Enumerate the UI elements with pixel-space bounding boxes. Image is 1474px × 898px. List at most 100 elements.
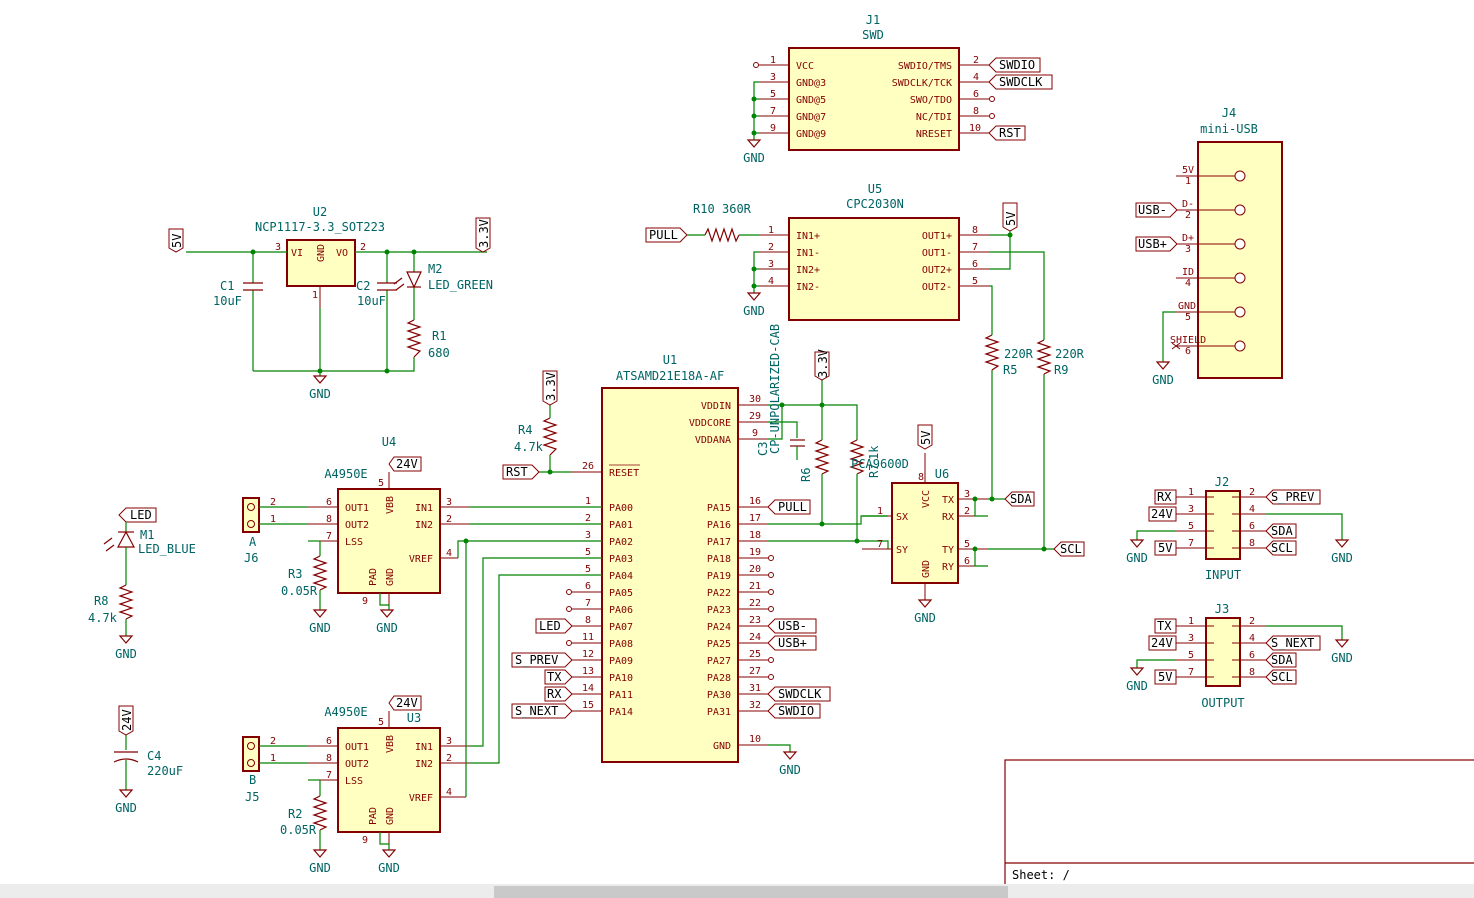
power-5v-j2[interactable]: 5V [1154,540,1177,556]
j1-pin-num: 9 [770,123,776,134]
u2-regulator[interactable]: U2 NCP1117-3.3_SOT223 VI VO GND 3 2 1 [186,205,487,376]
u3-motor-driver[interactable]: A4950E U3 OUT1 OUT2 LSS IN1 IN2 VREF VBB… [308,705,470,846]
j1-pin-name: SWDCLK/TCK [892,78,952,89]
power-3v3-u1[interactable]: 3.3V [814,349,830,381]
c1-capacitor[interactable]: C1 10uF [213,279,263,308]
u4-pin-pad: PAD [368,568,379,586]
net-label-usb-minus[interactable]: USB- [1135,202,1178,218]
net-label-s-next-j3[interactable]: S_NEXT [1265,635,1321,651]
r6-resistor[interactable]: R6 [799,439,830,482]
power-5v-j3[interactable]: 5V [1154,669,1177,685]
power-3v3-u2[interactable]: 3.3V [475,217,491,253]
c4-capacitor[interactable]: C4 220uF [113,735,183,790]
gnd-label: GND [115,647,137,661]
net-label-rx-j2[interactable]: RX [1154,489,1177,505]
r8-resistor[interactable]: R8 4.7k [88,584,134,636]
r2-resistor[interactable]: R2 0.05R [280,779,328,850]
j3-value: OUTPUT [1201,696,1244,710]
net-label-pull-u1[interactable]: PULL [767,499,811,515]
r4-resistor[interactable]: R4 4.7k [514,405,558,472]
r10-resistor[interactable]: PULL R10 360R [645,202,759,243]
horizontal-scrollbar-thumb[interactable] [494,886,1008,898]
net-label-s-next-u1[interactable]: S_NEXT [511,703,573,719]
net-label-led-u1[interactable]: LED [535,618,573,634]
net-label-scl-j3[interactable]: SCL [1265,669,1297,685]
u3-body [337,727,441,833]
u4-body [337,488,441,594]
m2-led[interactable]: M2 LED_GREEN [393,262,493,292]
net-label-s-prev-j2[interactable]: S_PREV [1265,489,1321,505]
j1-pin-num: 10 [969,123,981,134]
u6-pin-tx: TX [942,495,954,506]
power-5v-u5[interactable]: 5V [1002,202,1018,232]
u1-pin-num: 22 [749,598,761,609]
r7-resistor[interactable]: R7 1k [849,439,881,478]
j1-swd-connector[interactable]: J1 SWD 1 3 5 7 9 VCC GND@3 GND@5 GND@7 G… [751,13,1053,151]
u1-pin-name: PA10 [609,673,633,684]
svg-text:7: 7 [1188,538,1194,549]
net-label-s-prev-u1[interactable]: S_PREV [511,652,573,668]
power-24v-u3[interactable]: 24V [388,695,422,711]
u1-pin-num: 32 [749,700,761,711]
svg-text:7: 7 [326,770,332,781]
u1-pin-num: 14 [582,683,594,694]
net-label-usb-plus-u1[interactable]: USB+ [767,635,817,651]
net-label-scl-j2[interactable]: SCL [1265,540,1297,556]
j4-usb-connector[interactable]: J4 mini-USB 5V D- D+ ID GND SHIELD 1 2 3… [1135,106,1283,379]
svg-text:3.3V: 3.3V [816,349,830,378]
net-label-tx-u1[interactable]: TX [544,669,573,685]
net-label-led[interactable]: LED [118,507,157,523]
net-label-pull[interactable]: PULL [645,227,688,243]
power-3v3-r4[interactable]: 3.3V [542,370,558,406]
power-24v-j2[interactable]: 24V [1148,506,1177,522]
power-24v-j3[interactable]: 24V [1148,635,1177,651]
m1-led[interactable]: LED M1 LED_BLUE [103,507,196,585]
power-24v-c4[interactable]: 24V [118,705,134,736]
u5-relay[interactable]: U5 CPC2030N 1 2 3 4 IN1+ IN1- IN2+ IN2- … [751,182,1045,340]
u1-pin-name: PA25 [707,639,731,650]
net-label-rst[interactable]: RST [988,125,1026,141]
j4-pin-name: D- [1182,199,1194,210]
net-label-scl-u6[interactable]: SCL [1053,541,1085,557]
u5-pin-num: 7 [972,242,978,253]
j1-pin-num: 7 [770,106,776,117]
c2-ref: C2 [356,279,370,293]
u2-ref: U2 [313,205,327,219]
svg-text:RST: RST [999,126,1021,140]
c2-capacitor[interactable]: C2 10uF [356,279,397,308]
u1-mcu[interactable]: U1 ATSAMD21E18A-AF 26RESET1PA002PA013PA0… [566,353,774,763]
r3-resistor[interactable]: R3 0.05R [281,540,328,610]
net-label-rx-u1[interactable]: RX [544,686,573,702]
net-label-swdio-u1[interactable]: SWDIO [767,703,821,719]
u4-motor-driver[interactable]: U4 A4950E OUT1 OUT2 LSS IN1 IN2 VREF VBB… [308,435,602,607]
c3-capacitor[interactable]: C3 CP-UNPOLARIZED-CAB [756,324,782,456]
u5-pin-num: 3 [768,259,774,270]
net-label-usb-plus[interactable]: USB+ [1135,236,1178,252]
svg-text:5V: 5V [1158,670,1172,684]
net-label-swdio[interactable]: SWDIO [988,57,1041,73]
net-label-sda-j2[interactable]: SDA [1265,523,1297,539]
net-label-sda-j3[interactable]: SDA [1265,652,1297,668]
r9-resistor[interactable]: 220R R9 [1036,339,1085,377]
power-5v-u2[interactable]: 5V [168,228,184,253]
net-label-tx-j3[interactable]: TX [1154,618,1177,634]
net-label-usb-minus-u1[interactable]: USB- [767,618,817,634]
m2-ref: M2 [428,262,442,276]
net-label-swdclk[interactable]: SWDCLK [988,74,1053,90]
u6-i2c-buffer[interactable]: PCA9600D U6 SX SY TX RX TY RY VCC GND 17… [851,370,1058,600]
net-label-swdclk-u1[interactable]: SWDCLK [767,686,831,702]
power-5v-u6[interactable]: 5V [917,424,933,450]
net-label-sda-u6[interactable]: SDA [1004,491,1035,507]
power-24v-u4[interactable]: 24V [388,456,422,472]
u6-pin-ty: TY [942,545,954,556]
r1-resistor[interactable]: R1 680 [406,319,450,360]
r5-resistor[interactable]: 220R R5 [984,334,1034,377]
j6-motor-connector[interactable]: 21 A J6 [242,497,308,565]
r8-ref: R8 [94,594,108,608]
net-label-rst-u1[interactable]: RST [502,464,540,480]
j5-motor-connector[interactable]: 21 B J5 [242,736,308,804]
u1-pin-num: 9 [752,428,758,439]
